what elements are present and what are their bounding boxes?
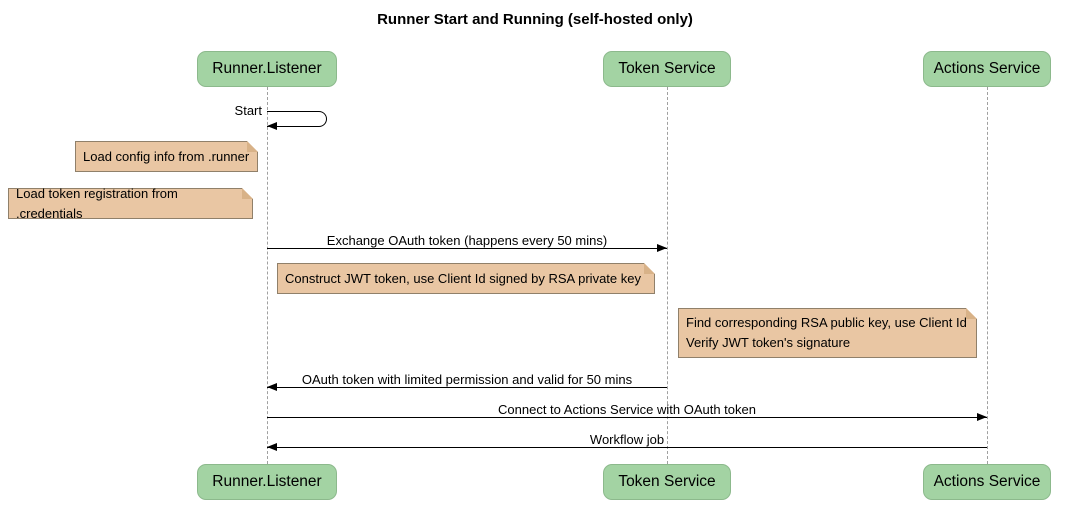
message-line-workflow-job xyxy=(267,447,987,448)
actor-label: Actions Service xyxy=(933,60,1041,77)
lifeline-actions-service xyxy=(987,87,988,464)
arrowhead-start xyxy=(267,122,277,130)
arrowhead-oauth-return xyxy=(267,383,277,391)
message-label-connect: Connect to Actions Service with OAuth to… xyxy=(498,402,756,417)
message-label-exchange-oauth: Exchange OAuth token (happens every 50 m… xyxy=(326,233,608,248)
note-find-rsa-key: Find corresponding RSA public key, use C… xyxy=(678,308,977,358)
actor-bottom-runner-listener: Runner.Listener xyxy=(197,464,337,500)
note-text: Load config info from .runner xyxy=(83,148,250,164)
actor-label: Runner.Listener xyxy=(212,473,322,490)
note-construct-jwt: Construct JWT token, use Client Id signe… xyxy=(277,263,655,294)
actor-bottom-actions-service: Actions Service xyxy=(923,464,1051,500)
note-load-config: Load config info from .runner xyxy=(75,141,258,172)
message-line-exchange-oauth xyxy=(267,248,667,249)
message-label-start: Start xyxy=(234,103,262,118)
message-label-oauth-return: OAuth token with limited permission and … xyxy=(301,372,633,387)
diagram-title: Runner Start and Running (self-hosted on… xyxy=(377,11,693,28)
actor-bottom-token-service: Token Service xyxy=(603,464,731,500)
message-line-oauth-return xyxy=(267,387,667,388)
note-text-line2: Verify JWT token's signature xyxy=(686,335,851,350)
note-fold-icon xyxy=(644,263,655,274)
note-fold-icon xyxy=(242,188,253,199)
note-text: Construct JWT token, use Client Id signe… xyxy=(285,270,641,286)
actor-top-runner-listener: Runner.Listener xyxy=(197,51,337,87)
note-load-token-registration: Load token registration from .credential… xyxy=(8,186,253,221)
arrowhead-exchange-oauth xyxy=(657,244,667,252)
note-text: Load token registration from .credential… xyxy=(16,185,178,221)
arrowhead-connect xyxy=(977,413,987,421)
message-line-connect xyxy=(267,417,987,418)
actor-top-token-service: Token Service xyxy=(603,51,731,87)
actor-label: Token Service xyxy=(618,473,716,490)
actor-top-actions-service: Actions Service xyxy=(923,51,1051,87)
message-label-workflow-job: Workflow job xyxy=(589,432,665,447)
note-fold-icon xyxy=(247,141,258,152)
actor-label: Token Service xyxy=(618,60,716,77)
arrowhead-workflow-job xyxy=(267,443,277,451)
actor-label: Runner.Listener xyxy=(212,60,322,77)
message-self-loop-start xyxy=(267,111,327,127)
actor-label: Actions Service xyxy=(933,473,1041,490)
lifeline-token-service xyxy=(667,87,668,464)
lifeline-runner-listener xyxy=(267,87,268,464)
note-fold-icon xyxy=(966,308,977,319)
note-text-line1: Find corresponding RSA public key, use C… xyxy=(686,315,967,330)
